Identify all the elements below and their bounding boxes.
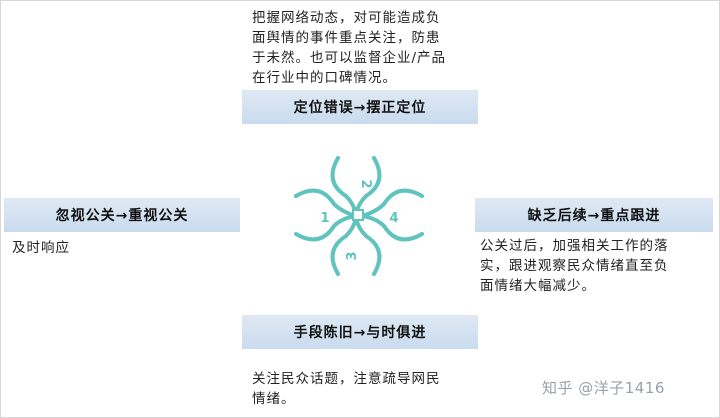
petal-number-3: 3 bbox=[345, 251, 360, 260]
top-description: 把握网络动态，对可能造成负 面舆情的事件重点关注，防患 于未然。也可以监督企业/… bbox=[252, 10, 447, 86]
petal-number-2: 2 bbox=[358, 179, 373, 188]
petal-left-bottom bbox=[294, 214, 358, 242]
right-description: 公关过后，加强相关工作的落 实，跟进观察民众情绪直至负 面情绪大幅减少。 bbox=[480, 238, 669, 294]
left-description: 及时响应 bbox=[12, 240, 70, 256]
petal-number-4: 4 bbox=[389, 211, 398, 226]
watermark: 知乎 @洋子1416 bbox=[542, 379, 665, 397]
petal-bottom-right bbox=[354, 216, 382, 276]
left-label-bar: 忽视公关→重视公关 bbox=[4, 198, 240, 232]
petal-left-top bbox=[294, 188, 358, 218]
four-petal-diagram: 1 2 3 4 bbox=[294, 156, 424, 276]
petal-right-bottom bbox=[360, 214, 424, 242]
petal-top-left bbox=[330, 156, 358, 216]
top-label-bar: 定位错误→摆正定位 bbox=[242, 90, 478, 124]
petal-top-right bbox=[354, 156, 382, 216]
bottom-label-bar: 手段陈旧→与时俱进 bbox=[242, 315, 478, 349]
bottom-description: 关注民众话题，注意疏导网民 情绪。 bbox=[252, 371, 441, 407]
petal-bottom-left bbox=[330, 216, 358, 276]
petal-right-top bbox=[360, 188, 424, 218]
right-label-bar: 缺乏后续→重点跟进 bbox=[475, 198, 713, 232]
center-square bbox=[352, 209, 364, 221]
petal-number-1: 1 bbox=[320, 211, 329, 226]
